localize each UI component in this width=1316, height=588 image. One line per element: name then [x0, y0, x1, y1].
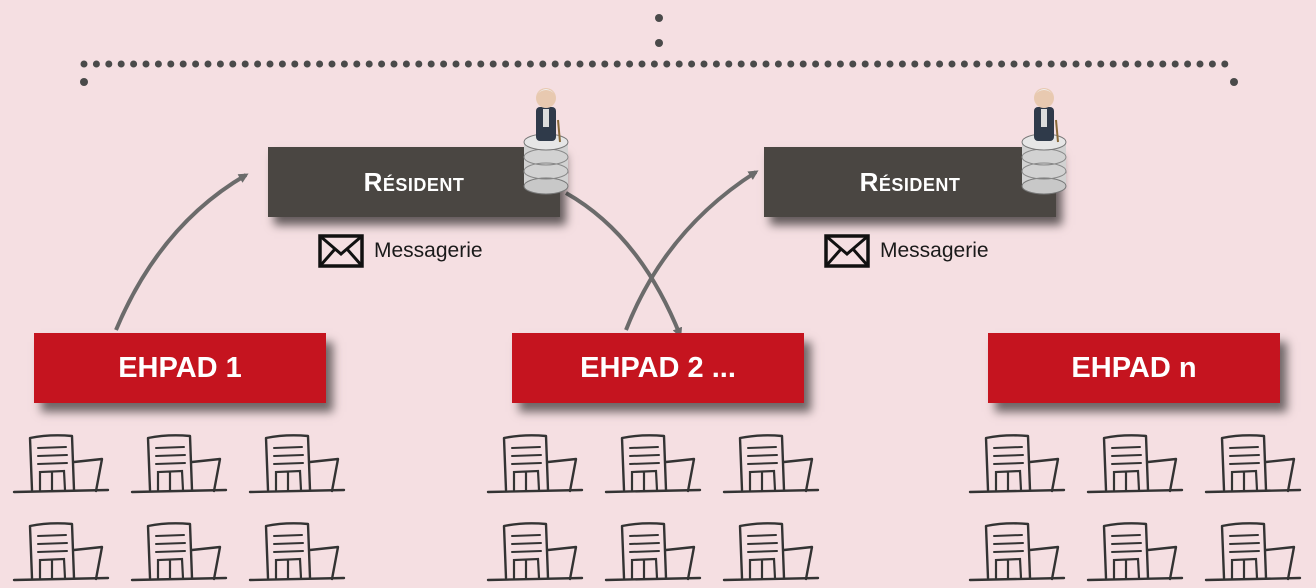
envelope-icon: [824, 234, 870, 268]
ehpad-label-2: EHPAD 2 ...: [580, 351, 736, 384]
building-icon: [604, 434, 702, 494]
building-icon: [1204, 522, 1302, 582]
messaging-1: Messagerie: [318, 234, 483, 268]
building-icon: [1086, 522, 1184, 582]
building-icon: [486, 434, 584, 494]
ehpad-box-2: EHPAD 2 ...: [512, 333, 804, 403]
elderly-person-on-database-icon: [1021, 88, 1067, 195]
building-icon: [604, 522, 702, 582]
envelope-icon: [318, 234, 364, 268]
resident-box-1: Résident: [268, 147, 560, 217]
arrow-ehpad2-to-resident2: [624, 170, 759, 331]
building-icon: [1204, 434, 1302, 494]
building-icon: [486, 522, 584, 582]
resident-box-2: Résident: [764, 147, 1056, 217]
arrow-resident1-to-ehpad2: [565, 191, 683, 338]
building-icon: [248, 522, 346, 582]
ehpad-box-1: EHPAD 1: [34, 333, 326, 403]
ehpad-box-n: EHPAD n: [988, 333, 1280, 403]
building-icon: [12, 522, 110, 582]
messaging-2: Messagerie: [824, 234, 989, 268]
arrow-ehpad1-to-resident1: [114, 173, 249, 331]
building-icon: [248, 434, 346, 494]
building-icon: [130, 434, 228, 494]
building-icon: [722, 434, 820, 494]
messaging-label-2: Messagerie: [880, 239, 989, 262]
messaging-label-1: Messagerie: [374, 239, 483, 262]
building-icon: [12, 434, 110, 494]
building-icon: [968, 522, 1066, 582]
building-icon: [968, 434, 1066, 494]
resident-label-2: Résident: [859, 166, 961, 197]
resident-label-1: Résident: [363, 166, 465, 197]
ehpad-label-1: EHPAD 1: [118, 351, 242, 384]
building-icon: [1086, 434, 1184, 494]
ehpad-label-n: EHPAD n: [1071, 351, 1197, 384]
dotted-bracket: [80, 14, 1238, 86]
building-icon: [130, 522, 228, 582]
elderly-person-on-database-icon: [523, 88, 569, 195]
building-icon: [722, 522, 820, 582]
